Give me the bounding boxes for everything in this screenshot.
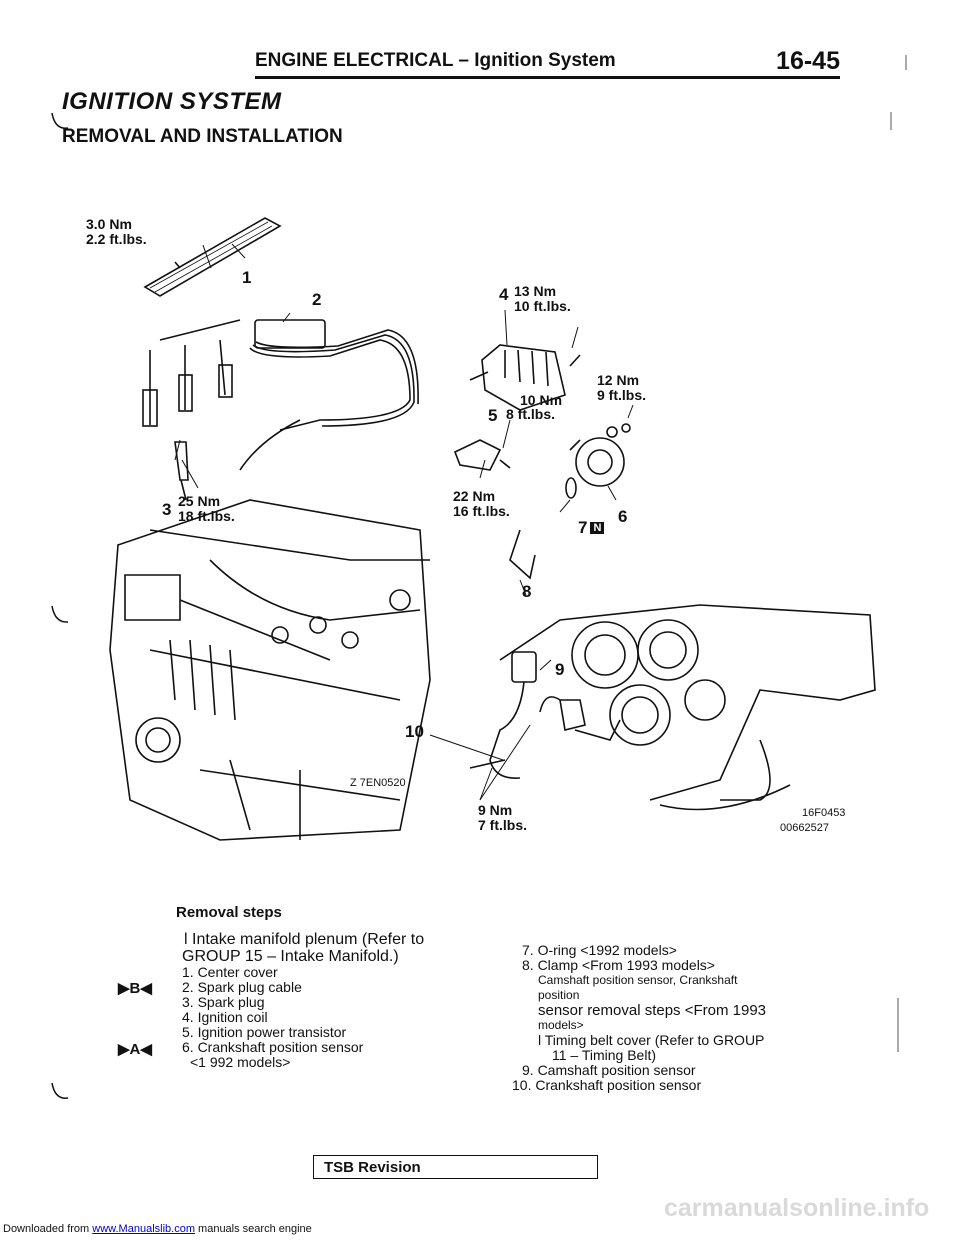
step-4: 4. Ignition coil <box>182 1009 268 1025</box>
callout-3: 3 <box>162 500 172 519</box>
engine-block-drawing <box>109 499 431 841</box>
figure-code-left: Z 7EN0520 <box>350 777 406 789</box>
torque-nm: 9 Nm <box>478 802 513 818</box>
step-6: 6. Crankshaft position sensor <box>182 1039 364 1055</box>
alt-steps-heading-3: sensor removal steps <From 1993 <box>538 1002 767 1019</box>
step-7: 7. O-ring <1992 models> <box>522 942 677 958</box>
alt-steps-heading: Camshaft position sensor, Crankshaft <box>538 973 738 987</box>
torque-ftlbs: 9 ft.lbs. <box>597 387 647 403</box>
torque-transistor-ft: 8 ft.lbs. <box>506 407 555 422</box>
sensor-6-drawing <box>569 423 631 487</box>
step-intake-plenum: l Intake manifold plenum (Refer to <box>184 931 425 948</box>
section-title: IGNITION SYSTEM <box>62 88 282 115</box>
header-rule <box>255 76 840 79</box>
badge-n: N <box>590 522 605 534</box>
torque-ftlbs: 8 ft.lbs. <box>506 406 556 422</box>
callout-8: 8 <box>522 582 532 601</box>
torque-ftlbs: 7 ft.lbs. <box>478 817 528 833</box>
torque-nm: 10 Nm <box>520 392 563 408</box>
step-intake-plenum-cont: GROUP 15 – Intake Manifold.) <box>182 948 399 965</box>
step-5: 5. Ignition power transistor <box>182 1024 347 1040</box>
callout-10: 10 <box>405 722 424 741</box>
manualslib-link[interactable]: www.Manualslib.com <box>92 1223 195 1235</box>
callout-5: 5 <box>488 406 498 425</box>
removal-steps-heading: Removal steps <box>176 904 282 921</box>
torque-ftlbs: 16 ft.lbs. <box>453 503 510 519</box>
callout-1: 1 <box>242 268 252 287</box>
spark-plug-cable-drawing <box>142 319 419 471</box>
sub-title: REMOVAL AND INSTALLATION <box>62 126 343 147</box>
figure-code-right-2: 00662527 <box>780 822 829 834</box>
removal-steps-right: 7. O-ring <1992 models> 8. Clamp <From 1… <box>512 943 766 1093</box>
center-cover-drawing <box>143 217 282 297</box>
watermark: carmanualsonline.info <box>664 1194 930 1222</box>
alt-steps-heading-2: position <box>538 988 580 1002</box>
step-2: 2. Spark plug cable <box>182 979 302 995</box>
ignition-coil-drawing <box>469 344 581 411</box>
removal-steps-left: l Intake manifold plenum (Refer to GROUP… <box>182 931 424 1070</box>
torque-sensor-9: 9 Nm 7 ft.lbs. <box>478 803 527 833</box>
step-timing-belt-cont: 11 – Timing Belt) <box>552 1047 657 1063</box>
timing-belt-drawing <box>499 604 876 811</box>
footer: Downloaded from www.Manualslib.com manua… <box>3 1223 312 1235</box>
footer-prefix: Downloaded from <box>3 1223 93 1235</box>
torque-nm: 13 Nm <box>514 283 557 299</box>
torque-center-cover: 3.0 Nm 2.2 ft.lbs. <box>86 217 147 247</box>
callout-2: 2 <box>312 290 322 309</box>
tsb-revision-box: TSB Revision <box>313 1155 598 1179</box>
torque-spark-plug: 25 Nm 18 ft.lbs. <box>178 494 235 524</box>
power-transistor-drawing <box>453 439 511 471</box>
step-8: 8. Clamp <From 1993 models> <box>522 957 715 973</box>
footer-suffix: manuals search engine <box>194 1223 312 1235</box>
leader-lines <box>174 243 634 801</box>
torque-transistor: 10 Nm <box>520 393 562 408</box>
callout-7-number: 7 <box>578 518 588 537</box>
callout-9: 9 <box>555 660 565 679</box>
step-10: 10. Crankshaft position sensor <box>512 1077 702 1093</box>
torque-ignition-coil: 13 Nm 10 ft.lbs. <box>514 284 571 314</box>
torque-nm: 22 Nm <box>453 488 496 504</box>
callout-6: 6 <box>618 507 628 526</box>
sensor-harness-drawing <box>469 651 621 779</box>
torque-ftlbs: 10 ft.lbs. <box>514 298 571 314</box>
clamp-drawing <box>509 529 536 580</box>
ref-b: ▶B◀ <box>118 980 152 997</box>
callout-4: 4 <box>499 285 509 304</box>
step-6-note: <1 992 models> <box>190 1054 291 1070</box>
spark-plug-drawing <box>174 441 189 501</box>
torque-sensor-6: 12 Nm 9 ft.lbs. <box>597 373 646 403</box>
tsb-label: TSB Revision <box>324 1159 421 1176</box>
torque-bracket: 22 Nm 16 ft.lbs. <box>453 489 510 519</box>
step-9: 9. Camshaft position sensor <box>522 1062 696 1078</box>
torque-nm: 3.0 Nm <box>86 216 132 232</box>
ref-a: ▶A◀ <box>118 1041 152 1058</box>
figure-code-right-1: 16F0453 <box>802 807 846 819</box>
step-1: 1. Center cover <box>182 964 278 980</box>
step-timing-belt: l Timing belt cover (Refer to GROUP <box>538 1032 765 1048</box>
o-ring-drawing <box>565 477 577 499</box>
step-3: 3. Spark plug <box>182 994 265 1010</box>
alt-steps-heading-4: models> <box>538 1018 584 1032</box>
torque-nm: 25 Nm <box>178 493 221 509</box>
page-number: 16-45 <box>776 47 840 75</box>
page-header: ENGINE ELECTRICAL – Ignition System 16-4… <box>255 47 840 79</box>
header-title: ENGINE ELECTRICAL – Ignition System <box>255 50 616 71</box>
torque-nm: 12 Nm <box>597 372 640 388</box>
torque-ftlbs: 18 ft.lbs. <box>178 508 235 524</box>
torque-ftlbs: 2.2 ft.lbs. <box>86 231 147 247</box>
